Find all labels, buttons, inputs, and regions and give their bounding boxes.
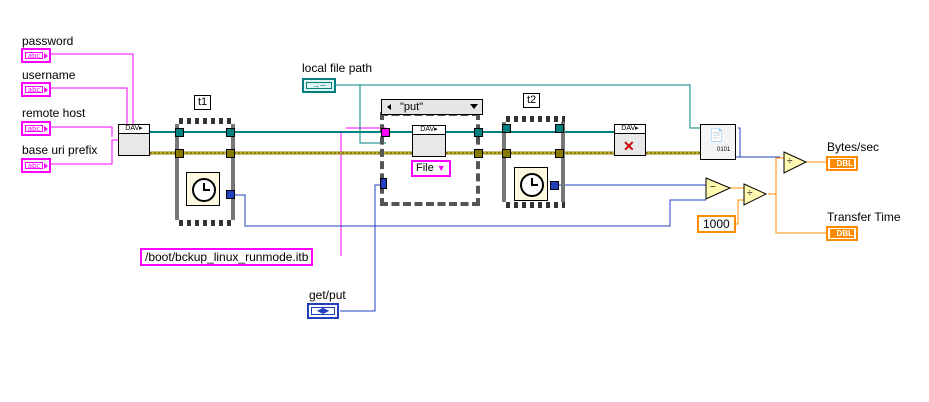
tunnel	[226, 128, 235, 137]
sequence-frame-t1	[175, 118, 235, 226]
transfer-time-label: Transfer Time	[827, 210, 901, 224]
file-icon: 📄	[709, 128, 724, 142]
tunnel	[502, 124, 511, 133]
webdav-put-vi[interactable]: DAV▸	[412, 125, 446, 157]
string-glyph: abc	[25, 125, 43, 133]
divide-glyph-2: ÷	[747, 188, 753, 199]
file-enum-constant[interactable]: File ▼	[411, 160, 451, 177]
case-selector[interactable]: "put"	[381, 99, 483, 115]
webdav-close-vi[interactable]: DAV▸ ✕	[614, 124, 646, 156]
close-icon: ✕	[623, 138, 635, 154]
subtract-glyph: −	[710, 182, 716, 193]
transfer-time-indicator[interactable]: DBL	[826, 226, 858, 241]
case-selector-terminal	[380, 178, 387, 189]
path-glyph: →─	[306, 82, 332, 90]
base-uri-prefix-label: base uri prefix	[22, 143, 98, 157]
file-size-vi[interactable]: 📄 0101	[700, 124, 736, 160]
string-glyph: abc	[25, 52, 43, 60]
divide-node-1	[783, 151, 808, 174]
tunnel	[226, 149, 235, 158]
tunnel	[175, 149, 184, 158]
tunnel	[502, 149, 511, 158]
case-selector-value: "put"	[400, 101, 424, 113]
chevron-down-icon: ▼	[436, 163, 446, 173]
chevron-down-icon[interactable]	[470, 104, 478, 109]
username-label: username	[22, 68, 76, 82]
tunnel	[474, 128, 483, 137]
tunnel	[175, 128, 184, 137]
dbl-glyph: DBL	[830, 229, 854, 238]
dbl-wires	[728, 157, 826, 234]
remote-path-constant[interactable]: /boot/bckup_linux_runmode.itb	[140, 248, 314, 266]
sequence-frame-t2	[502, 116, 565, 208]
tunnel	[555, 124, 564, 133]
tunnel	[474, 149, 483, 158]
tunnel	[555, 149, 564, 158]
tunnel	[381, 128, 390, 137]
frame-label-t1: t1	[194, 95, 212, 110]
path-wires	[336, 84, 700, 144]
remote-host-label: remote host	[22, 106, 86, 120]
vi-header: DAV▸	[413, 126, 445, 135]
subtract-node	[705, 177, 732, 200]
local-file-path-label: local file path	[302, 61, 373, 75]
password-terminal[interactable]: abc	[21, 48, 51, 63]
binary-glyph: 0101	[717, 147, 731, 153]
string-glyph: abc	[25, 86, 43, 94]
get-put-label: get/put	[309, 288, 346, 302]
enum-glyph: ◀▶	[311, 307, 335, 315]
frame-label-t2: t2	[523, 93, 541, 108]
tick-count-clock-icon[interactable]	[514, 167, 548, 201]
vi-header: DAV▸	[615, 125, 645, 134]
tick-count-clock-icon[interactable]	[186, 172, 220, 206]
bytes-per-sec-indicator[interactable]: DBL	[826, 156, 858, 171]
vi-header: DAV▸	[119, 125, 149, 134]
webdav-open-vi[interactable]: DAV▸	[118, 124, 150, 156]
remote-host-terminal[interactable]: abc	[21, 121, 51, 136]
case-prev-icon[interactable]	[387, 104, 391, 110]
tunnel	[226, 190, 235, 199]
file-enum-value: File	[416, 162, 434, 174]
dbl-glyph: DBL	[830, 159, 854, 168]
local-file-path-terminal[interactable]: →─	[302, 78, 336, 93]
bytes-per-sec-label: Bytes/sec	[827, 140, 880, 154]
username-terminal[interactable]: abc	[21, 82, 51, 97]
divide-node-2	[743, 183, 768, 206]
number-constant-1000[interactable]: 1000	[697, 215, 736, 233]
divide-glyph-1: ÷	[787, 156, 793, 167]
string-glyph: abc	[25, 162, 43, 170]
base-uri-prefix-terminal[interactable]: abc	[21, 158, 51, 173]
get-put-control[interactable]: ◀▶	[307, 303, 339, 319]
password-label: password	[22, 34, 74, 48]
tunnel	[550, 181, 559, 190]
